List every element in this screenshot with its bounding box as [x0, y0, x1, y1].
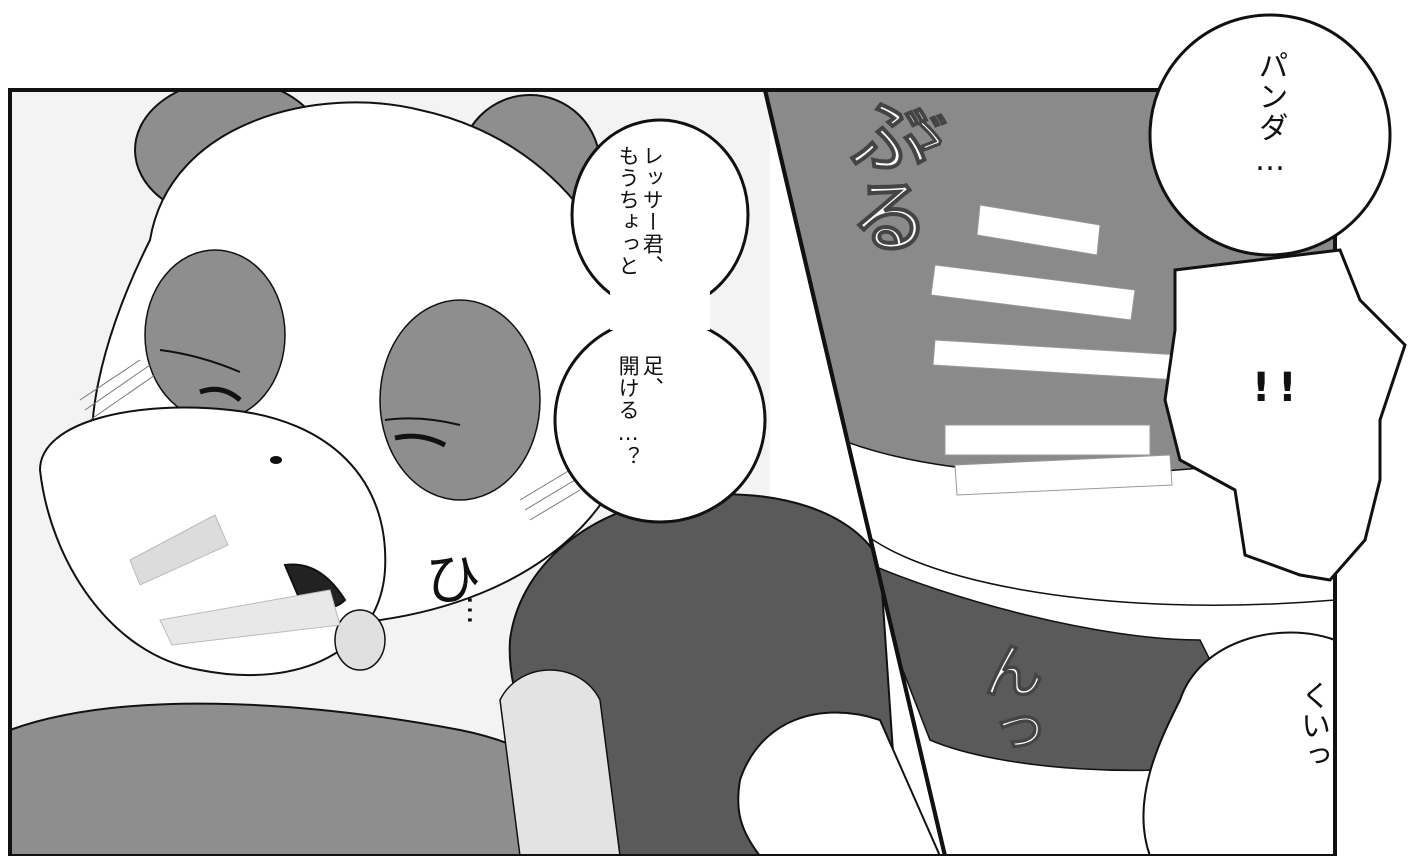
speech-bubble-name [1148, 13, 1392, 257]
sfx-dakuten: ゞ [904, 105, 956, 165]
speech-text-top: レッサー君、 もうちょっと [616, 145, 665, 277]
shout-bubble [1163, 248, 1407, 582]
speech-text-bottom: 足、 開ける…？ [616, 355, 665, 468]
sfx-dots: … [460, 595, 495, 625]
shout-text: !! [1252, 365, 1305, 411]
panda-right-eye-patch [379, 299, 541, 501]
panda-left-eye-patch [144, 249, 286, 421]
sfx-mumble: ひ [425, 548, 481, 613]
sfx-n: んっ [972, 639, 1044, 761]
censor-bars [930, 204, 1181, 496]
right-paw [1142, 631, 1335, 856]
sfx-kui: くいっ [1295, 680, 1330, 770]
paw [737, 711, 942, 856]
speech-text-name: パンダ… [1252, 50, 1288, 179]
sfx-buru: ぶる [836, 94, 931, 256]
